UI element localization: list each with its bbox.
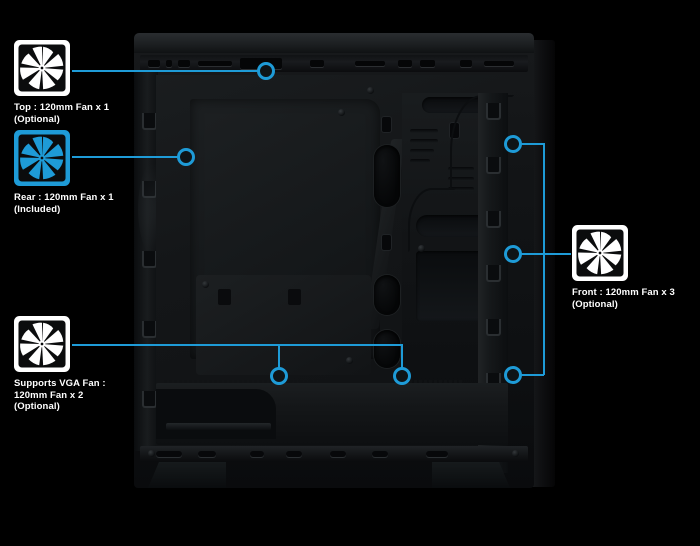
- callout-vga-fan: Supports VGA Fan : 120mm Fan x 2 (Option…: [14, 316, 106, 413]
- leader-line-top: [72, 70, 266, 72]
- tie-down-slot: [382, 235, 391, 250]
- cable-routing-grommet: [374, 275, 400, 315]
- callout-rear-fan-label: Rear : 120mm Fan x 1 (Included): [14, 192, 114, 215]
- case-rear-rail: [134, 71, 158, 451]
- leader-line-front-1: [513, 143, 544, 145]
- case-bottom-rail: [140, 446, 528, 462]
- marker-front-fan-3: [504, 366, 522, 384]
- case-foot-left: [148, 462, 226, 488]
- callout-front-fan-label: Front : 120mm Fan x 3 (Optional): [572, 287, 675, 310]
- leader-line-front-to-label: [543, 253, 571, 255]
- callout-vga-fan-label: Supports VGA Fan : 120mm Fan x 2 (Option…: [14, 378, 106, 412]
- marker-vga-fan-1: [270, 367, 288, 385]
- fan-icon: [14, 130, 70, 186]
- callout-rear-fan: Rear : 120mm Fan x 1 (Included): [14, 130, 114, 215]
- fan-icon: [14, 40, 70, 96]
- psu-shroud: [156, 383, 508, 445]
- leader-line-front-spine: [543, 143, 545, 375]
- pc-case-illustration: [130, 33, 555, 513]
- marker-top-fan: [257, 62, 275, 80]
- leader-line-vga-drop-1: [278, 344, 280, 370]
- leader-line-vga-drop-2: [401, 344, 403, 370]
- case-top-cover: [134, 33, 534, 55]
- marker-rear-fan: [177, 148, 195, 166]
- marker-front-fan-2: [504, 245, 522, 263]
- marker-front-fan-1: [504, 135, 522, 153]
- callout-top-fan: Top : 120mm Fan x 1 (Optional): [14, 40, 109, 125]
- cpu-cutout-panel: [196, 275, 371, 375]
- callout-top-fan-label: Top : 120mm Fan x 1 (Optional): [14, 102, 110, 125]
- case-foot-right: [432, 462, 510, 488]
- leader-line-vga: [72, 344, 402, 346]
- leader-line-rear: [72, 156, 186, 158]
- cable-routing-grommet: [374, 330, 400, 368]
- marker-vga-fan-2: [393, 367, 411, 385]
- fan-icon: [14, 316, 70, 372]
- leader-line-front-3: [513, 374, 544, 376]
- fan-icon: [572, 225, 628, 281]
- callout-front-fan: Front : 120mm Fan x 3 (Optional): [572, 225, 675, 310]
- leader-line-front-2: [513, 253, 544, 255]
- case-chassis: [134, 53, 534, 488]
- cable-routing-grommet: [374, 145, 400, 207]
- tie-down-slot: [382, 117, 391, 132]
